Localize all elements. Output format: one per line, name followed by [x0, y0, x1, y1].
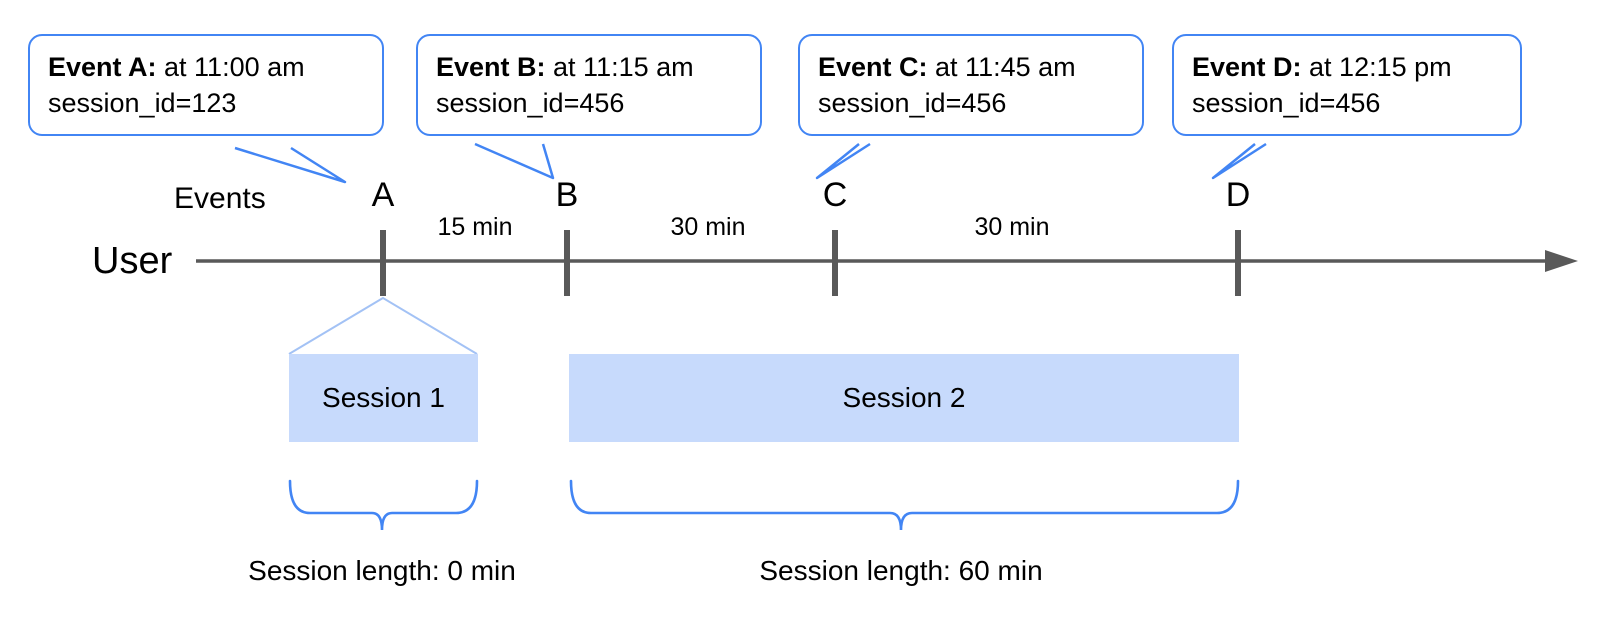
- tick-label-b: B: [555, 176, 579, 214]
- callout-tail-b: [474, 142, 555, 180]
- tick-label-a: A: [371, 176, 395, 214]
- callout-event-a-title: Event A:: [48, 52, 157, 82]
- callout-event-d-time: at 12:15 pm: [1301, 52, 1452, 82]
- tick-label-c: C: [822, 176, 848, 214]
- callout-event-b: Event B: at 11:15 am session_id=456: [416, 34, 762, 136]
- timeline-arrowhead: [1545, 250, 1578, 272]
- callout-event-c-time: at 11:45 am: [927, 52, 1076, 82]
- callout-event-a-time: at 11:00 am: [156, 52, 305, 82]
- callout-event-a-session: session_id=123: [48, 87, 237, 118]
- session-1-connector: [288, 296, 478, 355]
- tick-label-d: D: [1225, 176, 1251, 214]
- callout-event-d: Event D: at 12:15 pm session_id=456: [1172, 34, 1522, 136]
- session-bar-2-label: Session 2: [842, 382, 966, 413]
- callout-event-b-title: Event B:: [436, 52, 546, 82]
- session-2-length-label: Session length: 60 min: [759, 555, 1043, 586]
- session-bar-1-label: Session 1: [322, 382, 445, 413]
- events-row-label: Events: [174, 182, 266, 215]
- gap-label-a-b: 15 min: [437, 213, 513, 241]
- callout-event-c: Event C: at 11:45 am session_id=456: [798, 34, 1144, 136]
- callout-event-c-title: Event C:: [818, 52, 928, 82]
- callout-tail-a: [234, 146, 347, 184]
- session-bar-2: Session 2: [569, 354, 1239, 442]
- gap-label-b-c: 30 min: [670, 213, 746, 241]
- callout-event-d-title: Event D:: [1192, 52, 1302, 82]
- callout-event-b-session: session_id=456: [436, 87, 625, 118]
- callout-event-d-session: session_id=456: [1192, 87, 1381, 118]
- gap-label-c-d: 30 min: [974, 213, 1050, 241]
- session-1-length-label: Session length: 0 min: [248, 555, 516, 586]
- session-1-brace: [288, 479, 479, 531]
- callout-tail-d: [1211, 142, 1267, 180]
- callout-event-a: Event A: at 11:00 am session_id=123: [28, 34, 384, 136]
- session-2-brace: [569, 479, 1240, 531]
- callout-tail-c: [815, 142, 871, 180]
- session-bar-1: Session 1: [289, 354, 478, 442]
- callout-event-c-session: session_id=456: [818, 87, 1007, 118]
- user-row-label: User: [92, 240, 173, 282]
- callout-event-b-time: at 11:15 am: [545, 52, 694, 82]
